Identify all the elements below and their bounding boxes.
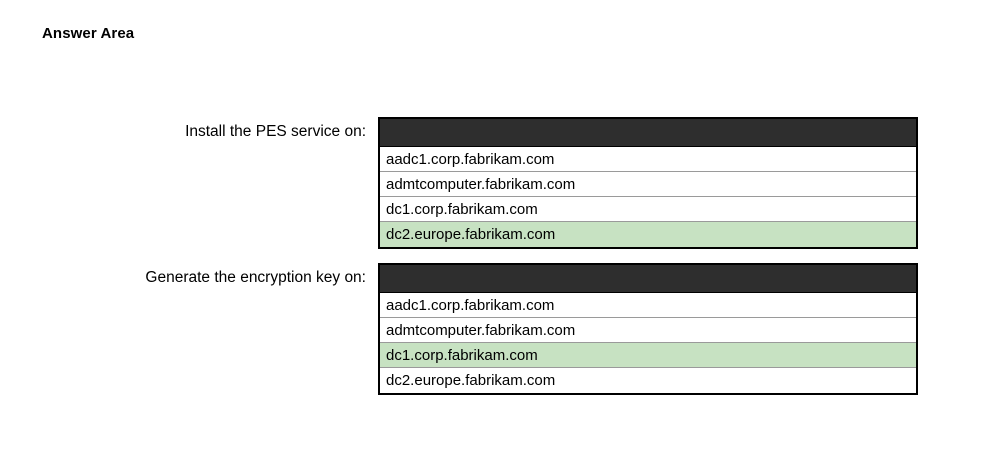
dropdown-option[interactable]: aadc1.corp.fabrikam.com bbox=[380, 293, 916, 318]
answer-label-generate-encryption-key: Generate the encryption key on: bbox=[145, 269, 366, 286]
dropdown-option-selected[interactable]: dc1.corp.fabrikam.com bbox=[380, 343, 916, 368]
dropdown-header-generate-encryption-key[interactable] bbox=[380, 265, 916, 293]
dropdown-option[interactable]: dc2.europe.fabrikam.com bbox=[380, 368, 916, 393]
dropdown-option[interactable]: dc1.corp.fabrikam.com bbox=[380, 197, 916, 222]
dropdown-option[interactable]: aadc1.corp.fabrikam.com bbox=[380, 147, 916, 172]
dropdown-option-selected[interactable]: dc2.europe.fabrikam.com bbox=[380, 222, 916, 247]
answer-label-install-pes-service: Install the PES service on: bbox=[185, 123, 366, 140]
dropdown-generate-encryption-key[interactable]: aadc1.corp.fabrikam.com admtcomputer.fab… bbox=[378, 263, 918, 395]
dropdown-option[interactable]: admtcomputer.fabrikam.com bbox=[380, 318, 916, 343]
page-title: Answer Area bbox=[42, 25, 135, 42]
dropdown-header-install-pes-service[interactable] bbox=[380, 119, 916, 147]
dropdown-option[interactable]: admtcomputer.fabrikam.com bbox=[380, 172, 916, 197]
dropdown-install-pes-service[interactable]: aadc1.corp.fabrikam.com admtcomputer.fab… bbox=[378, 117, 918, 249]
